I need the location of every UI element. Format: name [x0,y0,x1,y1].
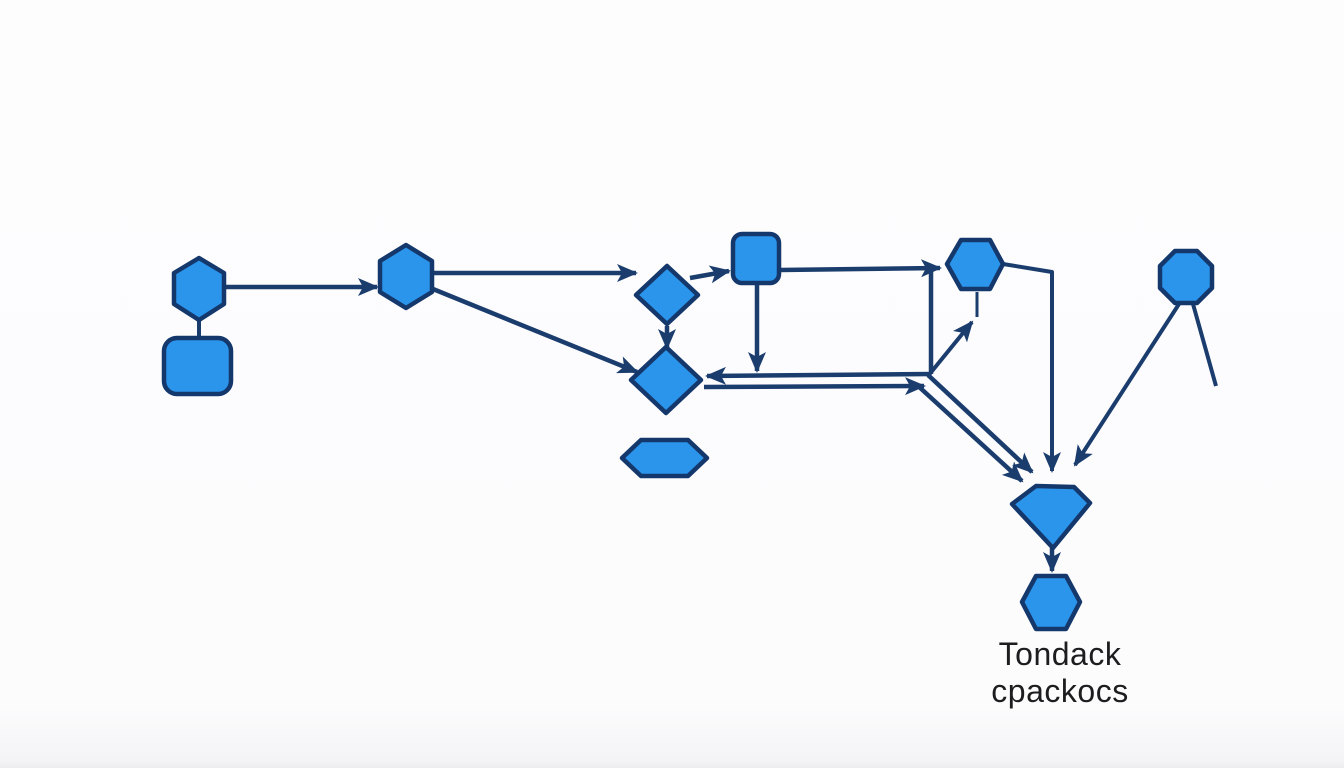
node-hexagon-wide [619,437,710,479]
edge-hexsecond-to-largediamond [432,286,639,375]
node-rounded-square-left [161,335,234,397]
edge-octagon-to-pentagon [1073,302,1181,467]
node-rounded-square-top [730,231,782,286]
edge-largediamond-to-junction [703,377,926,396]
node-octagon-top-right [1157,248,1215,306]
node-hexagon-second [377,242,435,311]
edge-junction-to-pentagon-b [915,383,1024,483]
edge-octagon-right-leg [1191,303,1218,387]
edge-junction-to-pentagon-a [926,373,1034,474]
node-diamond-small [633,263,701,327]
node-hexagon-bottom [1019,573,1083,632]
node-pentagon-gem [1009,483,1093,551]
node-hexagon-start [171,255,227,323]
node-diamond-large [628,344,704,416]
edge-smalldiamond-to-square [689,265,731,284]
edge-hexmidright-to-pentagon [1002,262,1061,473]
edge-junction-to-largediamond [705,366,932,385]
edge-square-to-hexmidright [779,259,942,278]
edge-junction-up-to-hexmidright [926,320,974,378]
node-hexagon-mid-right [944,237,1006,292]
diagram-caption: Tondack cpackocs [991,636,1129,709]
